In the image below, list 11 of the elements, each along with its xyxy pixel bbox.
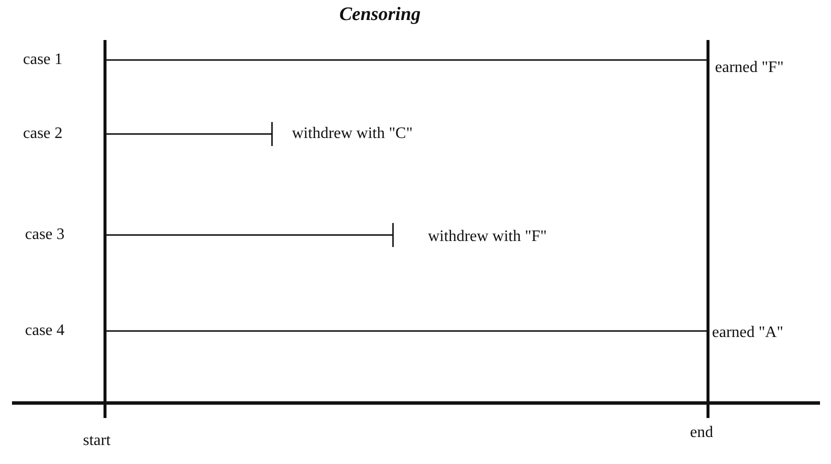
diagram-title: Censoring	[338, 4, 422, 26]
case-label: case 2	[23, 125, 63, 143]
outcome-label: withdrew with "F"	[428, 228, 547, 246]
case-label: case 4	[25, 322, 65, 340]
outcome-label: withdrew with "C"	[292, 125, 413, 143]
axis-label: end	[690, 424, 714, 442]
case-label: case 1	[23, 51, 63, 69]
axis-label: start	[83, 432, 111, 450]
outcome-label: earned "F"	[715, 59, 784, 77]
case-label: case 3	[25, 226, 65, 244]
outcome-label: earned "A"	[712, 324, 784, 342]
